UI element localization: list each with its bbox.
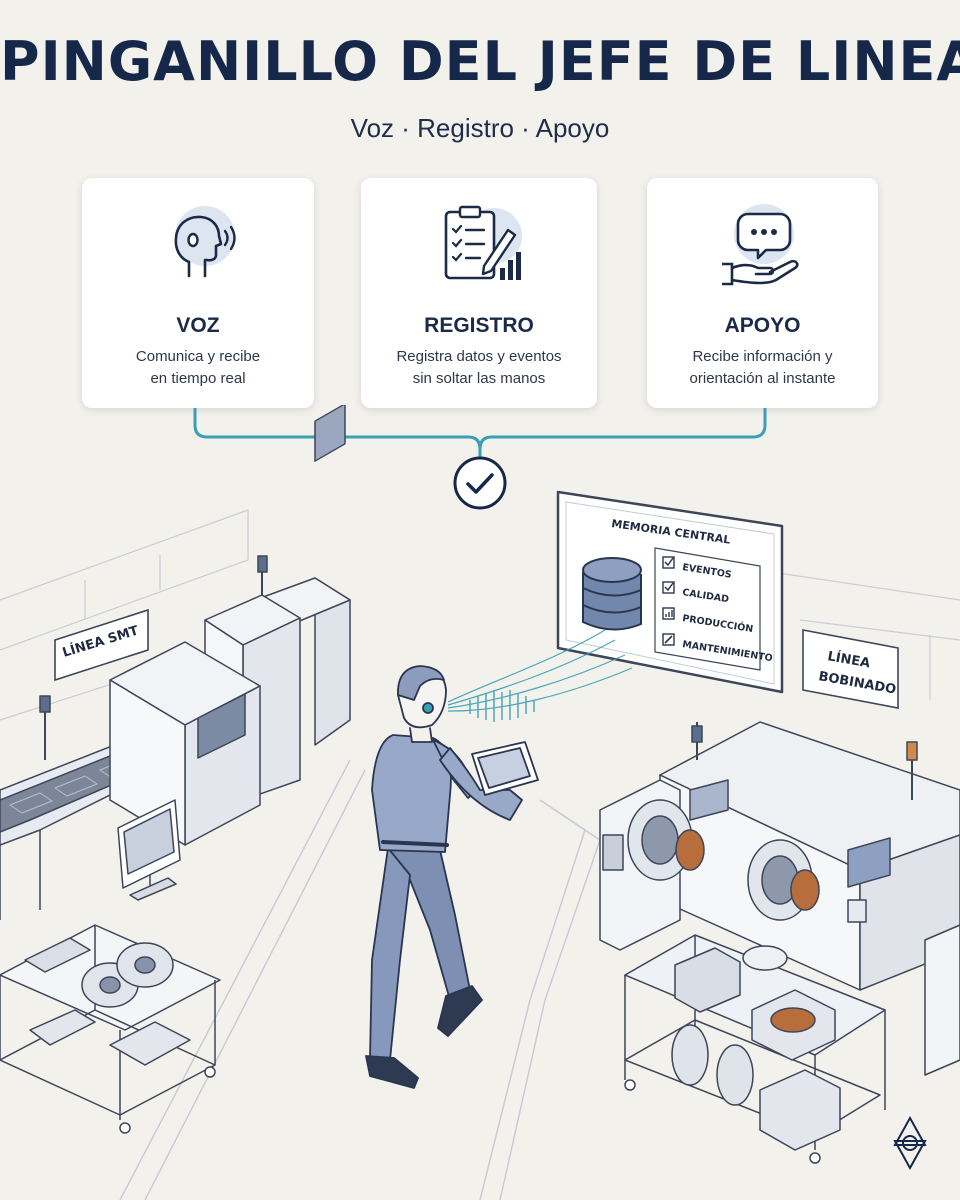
coil-cart: [624, 934, 886, 1164]
feature-card-apoyo: APOYO Recibe información y orientación a…: [647, 178, 878, 408]
memory-central-panel: MEMORIA CENTRAL EVENTOS CALIDAD PRODUCCI…: [556, 490, 784, 694]
page-subtitle: Voz · Registro · Apoyo: [350, 113, 610, 143]
card-description: Recibe información y orientación al inst…: [689, 348, 836, 387]
voice-wave: [447, 629, 633, 722]
check-circle-icon: [453, 456, 507, 510]
card-description: Comunica y recibe en tiempo real: [135, 348, 261, 387]
page-title: PINGANILLO DEL JEFE DE LINEA: [0, 30, 960, 93]
head-speaking-icon: [174, 206, 236, 278]
reel-cart: [0, 924, 221, 1134]
feature-card-voz: VOZ Comunica y recibe en tiempo real: [82, 178, 314, 408]
floor-markings: [119, 759, 601, 1200]
line-bobinado-sign: LÍNEA BOBINADO: [802, 629, 899, 709]
card-title: REGISTRO: [424, 314, 534, 337]
clipboard-checklist-icon: [444, 205, 522, 280]
brand-logo: [893, 1115, 927, 1171]
hand-chat-bubble-icon: [721, 204, 798, 286]
card-connector: [193, 408, 767, 458]
line-bobinado-label-1: LÍNEA: [826, 648, 871, 671]
card-title: VOZ: [176, 314, 220, 337]
card-description: Registra datos y eventos sin soltar las …: [396, 348, 562, 387]
factory-scene: LÍNEA SMT: [0, 405, 960, 1200]
line-supervisor-figure: [365, 665, 539, 1089]
feature-card-registro: REGISTRO Registra datos y eventos sin so…: [361, 178, 597, 408]
database-icon: [582, 557, 642, 631]
smt-machines: [109, 405, 351, 901]
winding-machines: [599, 721, 960, 1076]
card-title: APOYO: [724, 314, 801, 337]
